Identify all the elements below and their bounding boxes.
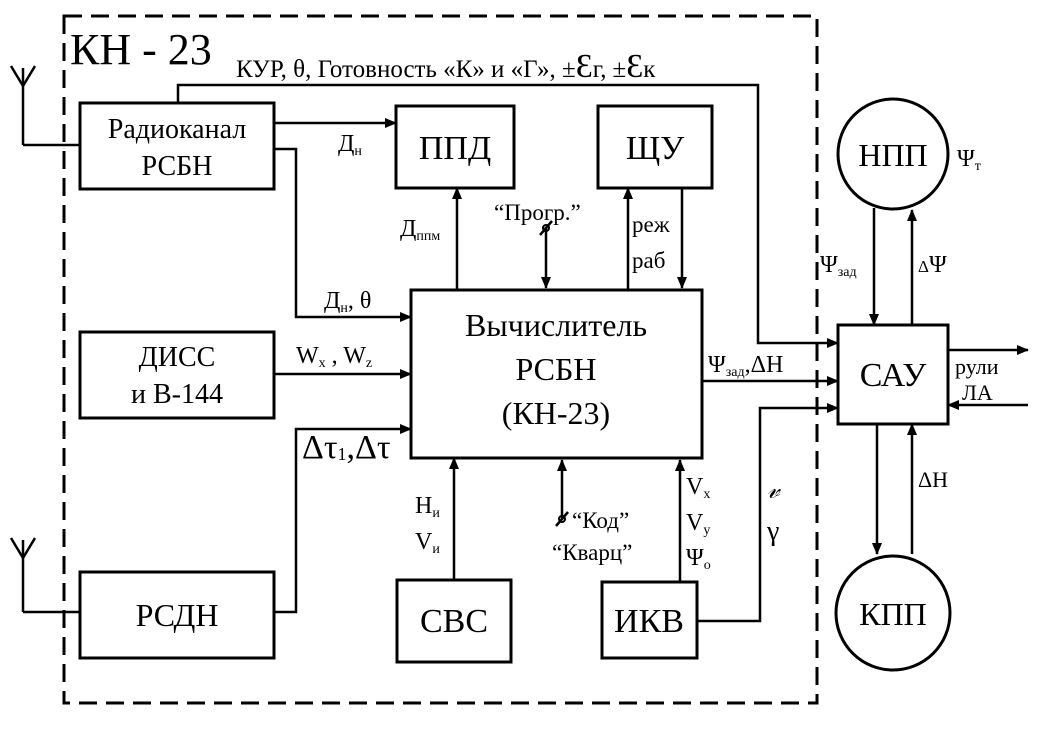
block-svs: СВС <box>395 578 513 664</box>
block-ikv-label: ИКВ <box>614 603 684 640</box>
block-ppd-label: ППД <box>419 130 491 167</box>
block-kpp-label: КПП <box>859 596 927 632</box>
label-la: ЛА <box>962 380 993 405</box>
connections <box>176 83 1029 623</box>
radio-to-calc-line <box>274 147 412 322</box>
label-dtau: Δτ1,Δτ <box>302 429 391 466</box>
label-ruli: рули <box>955 354 999 379</box>
block-calc-label-2: РСБН <box>515 351 596 387</box>
block-diss-label-1: ДИСС <box>139 342 216 373</box>
label-d-n: Дн <box>338 131 362 159</box>
block-shchu-label: ЩУ <box>626 130 685 167</box>
block-svs-label: СВС <box>420 603 488 640</box>
block-calculator: Вычислитель РСБН (КН-23) <box>409 288 704 460</box>
label-nu: 𝓋 <box>767 475 781 504</box>
block-radio-label-1: Радиоканал <box>108 114 246 145</box>
top-signal-label: КУР, θ, Готовность «К» и «Г», ±Ɛг,±Ɛк <box>236 48 656 85</box>
kod-switch-icon <box>555 511 569 527</box>
block-rsdn-label: РСДН <box>136 597 219 633</box>
kn23-title: КН - 23 <box>70 25 212 74</box>
block-diss-label-2: и В-144 <box>131 379 223 410</box>
block-radio-rsbn: Радиоканал РСБН <box>78 101 276 191</box>
block-sau-label: САУ <box>860 357 928 394</box>
block-radio-label-2: РСБН <box>142 151 213 182</box>
block-calc-label-3: (КН-23) <box>502 395 610 431</box>
label-dh: ΔH <box>918 467 948 492</box>
block-ikv: ИКВ <box>600 580 699 660</box>
block-npp-label: НПП <box>858 137 927 173</box>
label-dn-theta: Дн, θ <box>324 288 371 316</box>
block-calc-label-1: Вычислитель <box>465 307 647 343</box>
antenna-icon-top <box>9 65 80 147</box>
block-npp: НПП <box>836 97 950 211</box>
block-sau: САУ <box>836 323 950 426</box>
label-psi-zad: Ψзад <box>820 252 857 280</box>
label-psi-t: Ψт <box>957 146 981 174</box>
label-gamma: γ <box>766 516 779 547</box>
block-kpp: КПП <box>834 554 952 672</box>
top-signal-line <box>176 83 839 348</box>
progr-switch-icon <box>539 220 553 236</box>
block-ppd: ППД <box>394 104 516 190</box>
label-kod: “Код” <box>572 508 629 533</box>
label-v-i: Vи <box>415 529 440 557</box>
label-vy: Vy <box>686 510 710 538</box>
label-progr: “Прогр.” <box>494 200 581 225</box>
rsdn-to-calc-line <box>274 424 412 614</box>
label-wx-wz: Wx , Wz <box>296 343 372 371</box>
label-kvarc: “Кварц” <box>552 540 632 565</box>
label-psi0: Ψo <box>686 545 711 573</box>
block-rsdn: РСДН <box>78 570 276 660</box>
antenna-icon-bottom <box>9 537 80 614</box>
block-diss: ДИСС и В-144 <box>78 330 276 420</box>
kn23-boundary <box>62 14 819 705</box>
label-d-ppm: Дппм <box>400 216 440 244</box>
label-h-i: Hи <box>415 493 440 521</box>
label-vx: Vx <box>686 474 710 502</box>
label-rab: раб <box>632 248 665 273</box>
ikv-to-sau-line <box>697 403 839 623</box>
label-dpsi: ΔΨ <box>918 252 947 278</box>
label-psi-zad-dh: Ψзад,ΔH <box>708 352 783 380</box>
block-shchu: ЩУ <box>596 104 714 190</box>
label-rezh: реж <box>632 212 670 237</box>
